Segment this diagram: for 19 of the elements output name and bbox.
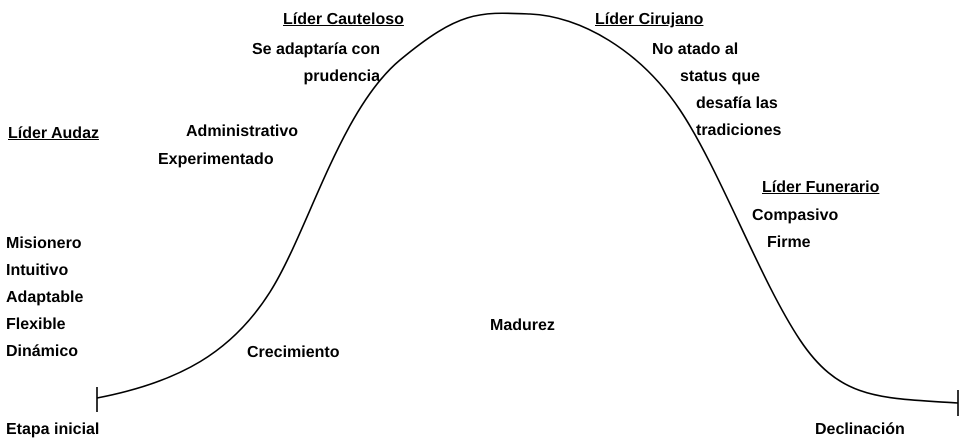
trait-label: Intuitivo bbox=[6, 261, 68, 281]
stage-label: Crecimiento bbox=[247, 343, 340, 363]
trait-label: Compasivo bbox=[752, 206, 838, 226]
trait-label: Se adaptaría con prudencia bbox=[250, 40, 380, 87]
stage-label: Etapa inicial bbox=[6, 420, 100, 440]
stage-label: Declinación bbox=[815, 420, 905, 440]
leader-type-heading: Líder Audaz bbox=[8, 124, 99, 144]
leader-type-heading: Líder Cauteloso bbox=[283, 10, 404, 30]
trait-label: Administrativo bbox=[186, 122, 298, 142]
trait-label: Flexible bbox=[6, 315, 66, 335]
trait-label: Misionero bbox=[6, 234, 82, 254]
leader-type-heading: Líder Cirujano bbox=[595, 10, 704, 30]
trait-label: Experimentado bbox=[158, 150, 274, 170]
trait-label: No atado al status que desafía las tradiciones bbox=[652, 41, 782, 139]
trait-label: Adaptable bbox=[6, 288, 84, 308]
trait-label: Firme bbox=[767, 233, 811, 253]
stage-label: Madurez bbox=[490, 316, 555, 336]
trait-label: Dinámico bbox=[6, 342, 78, 362]
leader-type-heading: Líder Funerario bbox=[762, 178, 880, 198]
